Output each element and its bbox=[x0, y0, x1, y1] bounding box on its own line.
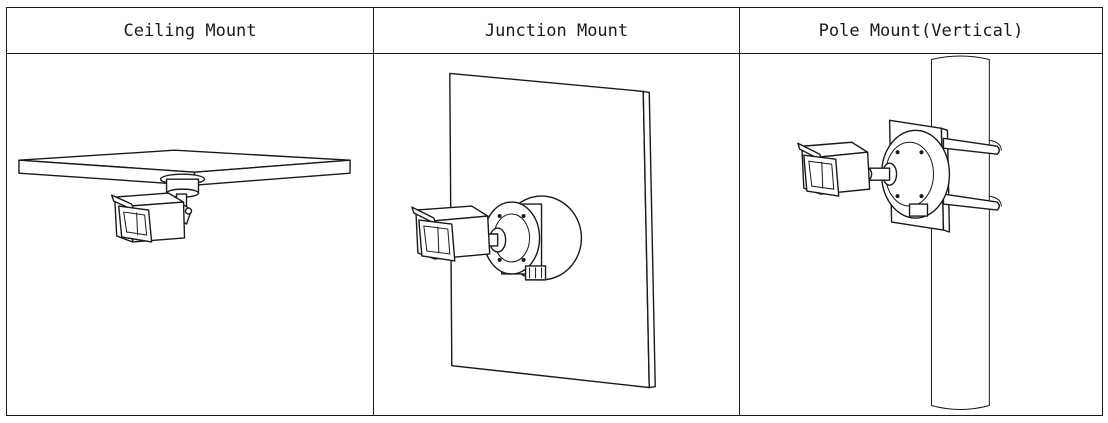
header-pole-mount: Pole Mount(Vertical) bbox=[739, 7, 1103, 54]
cell-junction-mount bbox=[373, 53, 740, 416]
header-junction-mount: Junction Mount bbox=[373, 7, 740, 54]
cell-pole-mount bbox=[739, 53, 1103, 416]
header-ceiling-mount: Ceiling Mount bbox=[6, 7, 374, 54]
illustration-row bbox=[6, 53, 1103, 416]
ceiling-mount-camera-icon bbox=[18, 149, 351, 243]
cell-ceiling-mount bbox=[6, 53, 374, 416]
pole-mount-camera-icon bbox=[797, 55, 1002, 411]
mount-types-table: Ceiling Mount Junction Mount Pole Mount(… bbox=[6, 7, 1103, 416]
junction-mount-camera-icon bbox=[411, 72, 656, 389]
header-row: Ceiling Mount Junction Mount Pole Mount(… bbox=[6, 7, 1103, 54]
